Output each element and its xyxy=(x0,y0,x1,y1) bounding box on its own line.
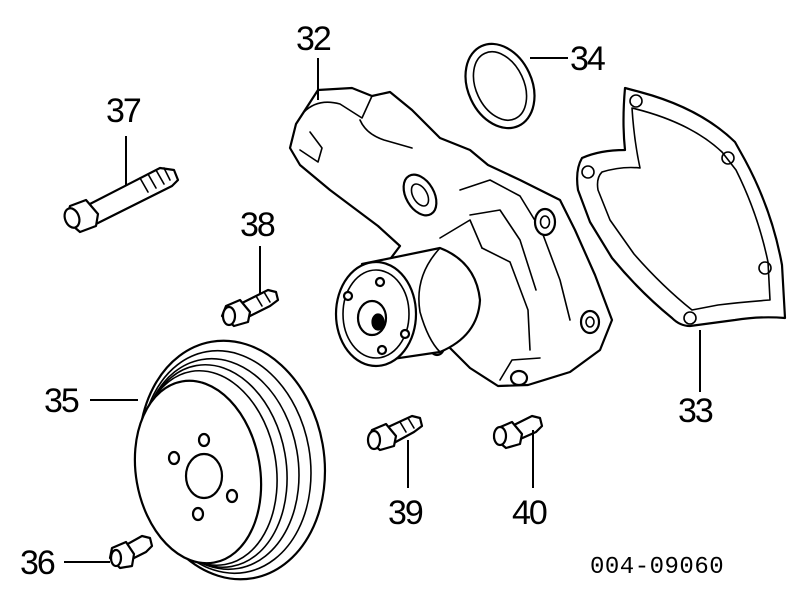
callout-38: 38 xyxy=(240,206,276,244)
long-bolt-37 xyxy=(63,136,180,234)
callout-36: 36 xyxy=(20,544,56,582)
callout-35: 35 xyxy=(44,382,80,420)
water-pump-32 xyxy=(288,58,614,388)
bolt-36 xyxy=(64,534,154,570)
callout-39: 39 xyxy=(388,494,424,532)
diagram-code: 004-09060 xyxy=(590,554,725,581)
bolt-38 xyxy=(220,246,280,328)
callout-34: 34 xyxy=(570,40,606,78)
bolt-39 xyxy=(366,414,424,488)
callout-32: 32 xyxy=(296,20,332,58)
callout-33: 33 xyxy=(678,392,714,430)
o-ring-34 xyxy=(464,42,568,130)
callout-40: 40 xyxy=(512,494,548,532)
gasket-33 xyxy=(576,86,787,392)
bolt-40 xyxy=(492,414,544,488)
callout-37: 37 xyxy=(106,92,142,130)
pulley-35 xyxy=(90,339,327,581)
